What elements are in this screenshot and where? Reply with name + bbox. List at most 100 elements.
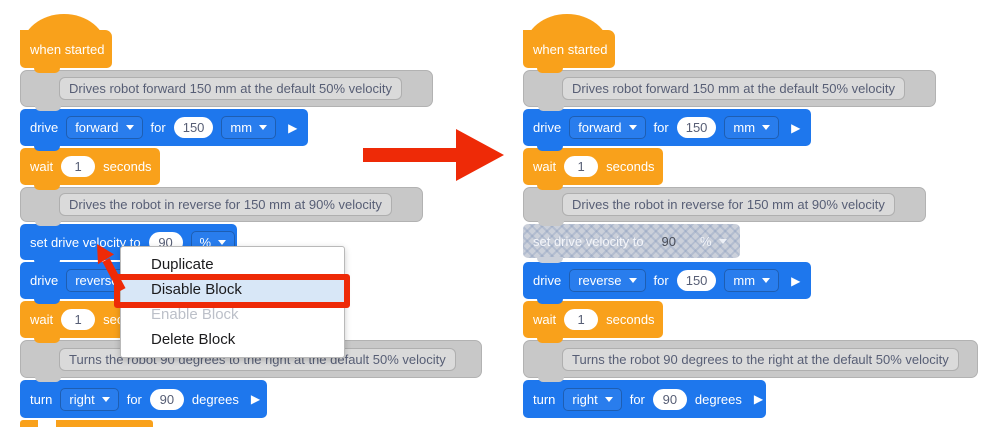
comment-block[interactable]: Turns the robot 90 degrees to the right … xyxy=(523,340,978,382)
dropdown-field[interactable]: mm xyxy=(221,116,277,139)
value-input[interactable]: 150 xyxy=(676,117,717,138)
block-label: drive xyxy=(30,120,59,135)
comment-text: Drives the robot in reverse for 150 mm a… xyxy=(59,193,392,216)
dropdown-value: forward xyxy=(578,120,622,135)
dropdown-field[interactable]: reverse xyxy=(569,269,646,292)
block-connector-bump xyxy=(538,376,564,382)
dropdown-value: % xyxy=(700,233,712,249)
block-connector-bump xyxy=(537,337,563,343)
comment-block[interactable]: Drives robot forward 150 mm at the defau… xyxy=(523,70,936,111)
value-input[interactable]: 1 xyxy=(564,156,599,177)
menu-item-enable-block: Enable Block xyxy=(121,302,344,327)
dropdown-field[interactable]: mm xyxy=(724,269,780,292)
block-connector-bump xyxy=(538,220,564,226)
disable-block-highlight-annotation xyxy=(114,274,350,308)
block-connector-bump xyxy=(35,376,61,382)
dropdown-caret-icon xyxy=(628,125,637,130)
block-connector-bump xyxy=(35,220,61,226)
block-connector-bump xyxy=(537,257,563,263)
block-label: degrees xyxy=(191,391,239,407)
block-label: turn xyxy=(533,391,556,407)
dropdown-field[interactable]: right xyxy=(563,387,622,411)
block-connector-bump xyxy=(34,298,60,304)
dropdown-value: right xyxy=(572,391,598,407)
block-label: drive xyxy=(533,120,562,135)
block-connector-bump xyxy=(537,298,563,304)
block-label: when started xyxy=(30,42,105,57)
wait-second-block[interactable]: wait 1 seconds xyxy=(523,301,663,343)
comment-block[interactable]: Drives robot forward 150 mm at the defau… xyxy=(20,70,433,111)
dropdown-field[interactable]: forward xyxy=(569,116,646,139)
play-icon: ▶ xyxy=(288,120,298,135)
dropdown-value: mm xyxy=(733,273,756,288)
block-label: drive xyxy=(30,273,59,288)
dropdown-caret-icon xyxy=(125,125,134,130)
dropdown-caret-icon xyxy=(101,396,110,402)
value-disabled: 90 xyxy=(661,233,677,249)
value-input[interactable]: 150 xyxy=(173,117,214,138)
drive-reverse-block[interactable]: drive reverse for 150 mm ▶ xyxy=(523,262,811,304)
block-notch xyxy=(38,420,56,427)
dropdown-value: reverse xyxy=(75,273,119,288)
value-input[interactable]: 1 xyxy=(61,156,96,177)
block-label: drive xyxy=(533,273,562,288)
dropdown-caret-icon xyxy=(762,278,771,283)
block-label: turn xyxy=(30,391,53,407)
value-input[interactable]: 1 xyxy=(564,309,599,330)
block-label: seconds xyxy=(606,312,655,327)
block-connector-bump xyxy=(34,337,60,343)
block-label: seconds xyxy=(103,159,152,174)
block-label: wait xyxy=(533,312,557,327)
menu-item-label: Delete Block xyxy=(151,331,236,348)
menu-item-label: Enable Block xyxy=(151,306,239,323)
comment-block[interactable]: Drives the robot in reverse for 150 mm a… xyxy=(20,187,423,226)
value-input[interactable]: 1 xyxy=(61,309,96,330)
block-label: wait xyxy=(533,159,557,174)
hat-body-shape xyxy=(20,30,112,68)
value-input[interactable]: 150 xyxy=(676,270,717,291)
value-input[interactable]: 90 xyxy=(149,388,184,410)
block-connector-bump xyxy=(538,105,564,111)
wait-first-block[interactable]: wait 1 seconds xyxy=(20,148,160,190)
menu-item-label: Disable Block xyxy=(151,281,242,298)
drive-forward-block[interactable]: drive forward for 150 mm ▶ xyxy=(523,109,811,151)
hat-body-shape xyxy=(523,30,615,68)
block-label: wait xyxy=(30,159,54,174)
play-icon: ▶ xyxy=(250,392,261,406)
play-icon: ▶ xyxy=(791,120,801,135)
block-label: for xyxy=(653,120,669,135)
menu-item-duplicate[interactable]: Duplicate xyxy=(121,252,344,277)
menu-item-delete-block[interactable]: Delete Block xyxy=(121,327,344,352)
comment-text: Drives the robot in reverse for 150 mm a… xyxy=(562,193,895,216)
dropdown-caret-icon xyxy=(762,125,771,130)
block-connector-bump xyxy=(35,105,61,111)
dropdown-field[interactable]: mm xyxy=(724,116,780,139)
value-input[interactable]: 90 xyxy=(652,388,687,410)
menu-item-disable-block[interactable]: Disable Block xyxy=(121,277,344,302)
play-icon: ▶ xyxy=(791,273,801,288)
when-started-block[interactable]: when started xyxy=(20,14,112,73)
comment-text: Drives robot forward 150 mm at the defau… xyxy=(59,77,402,100)
dropdown-caret-icon xyxy=(628,278,637,283)
wait-first-block[interactable]: wait 1 seconds xyxy=(523,148,663,190)
when-started-block[interactable]: when started xyxy=(523,14,615,73)
partial-next-block[interactable] xyxy=(20,420,153,427)
dropdown-caret-icon xyxy=(718,238,727,244)
block-label: for xyxy=(653,273,669,288)
menu-item-label: Duplicate xyxy=(151,256,214,273)
block-label: wait xyxy=(30,312,54,327)
comment-block[interactable]: Drives the robot in reverse for 150 mm a… xyxy=(523,187,926,226)
dropdown-field[interactable]: right xyxy=(60,387,119,411)
block-label: degrees xyxy=(694,391,742,407)
comment-text: Turns the robot 90 degrees to the right … xyxy=(562,347,959,371)
dropdown-field[interactable]: forward xyxy=(66,116,143,139)
block-label: seconds xyxy=(606,159,655,174)
block-connector-bump xyxy=(537,67,563,73)
dropdown-value: forward xyxy=(75,120,119,135)
dropdown-value: mm xyxy=(733,120,756,135)
